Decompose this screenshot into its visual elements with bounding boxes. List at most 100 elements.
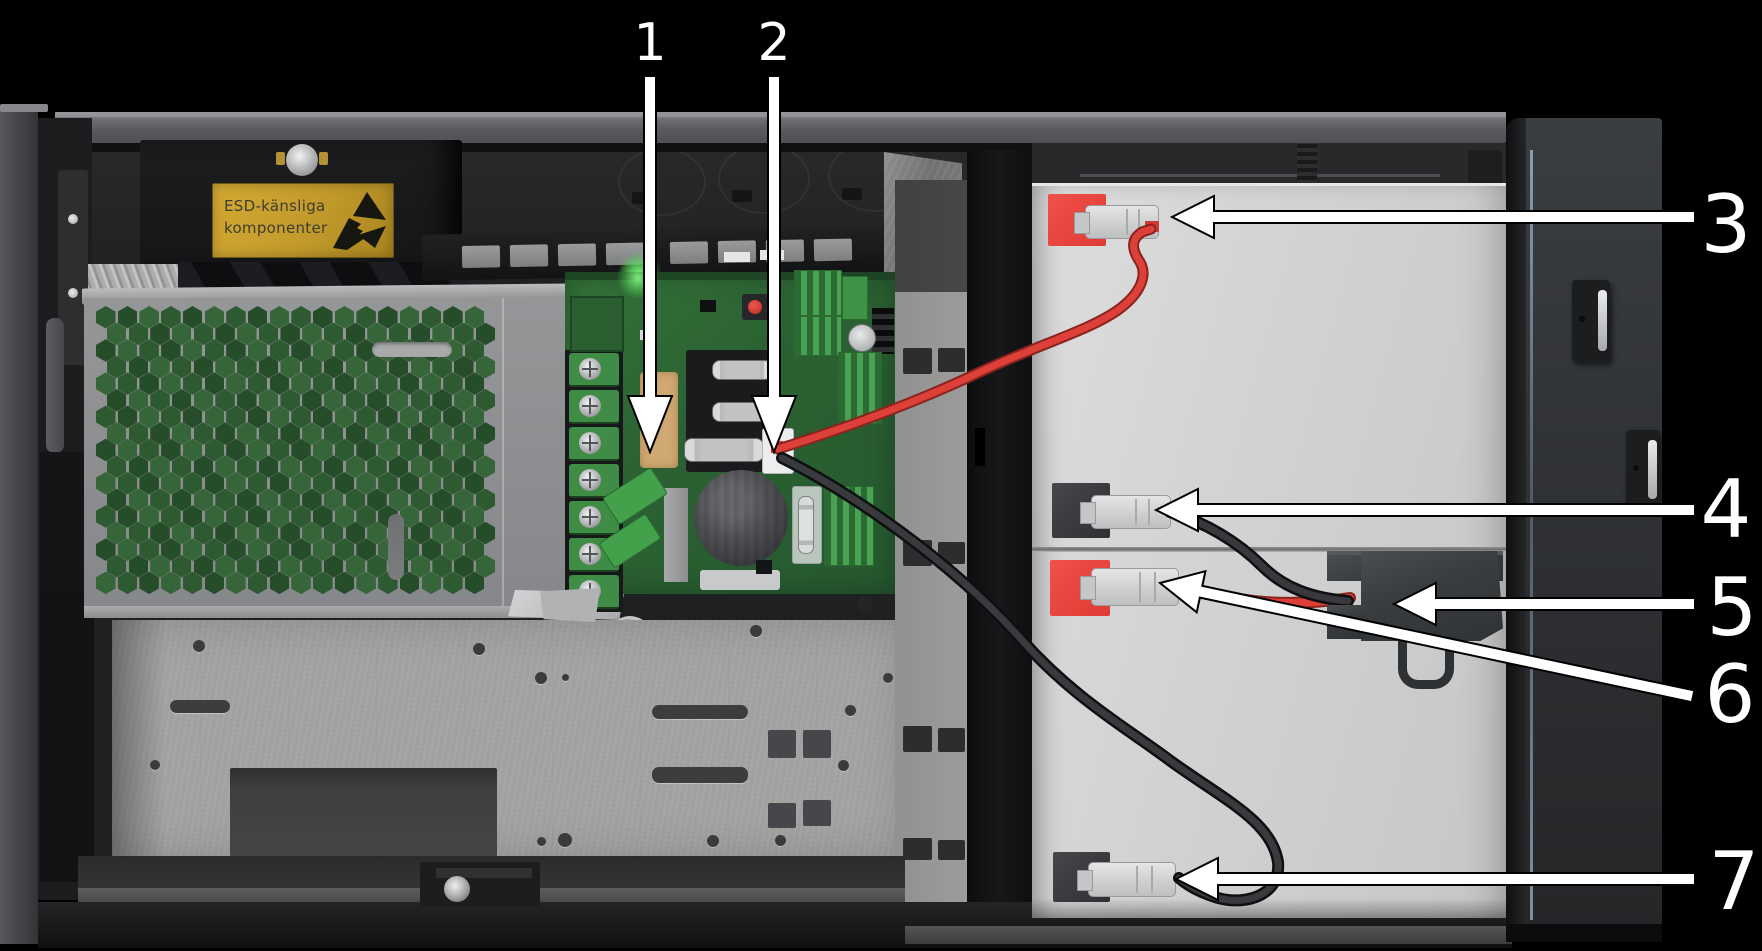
knockout-square xyxy=(903,726,932,752)
chassis-hole xyxy=(883,673,893,683)
screw-washer xyxy=(319,152,328,165)
left-wall-lower xyxy=(40,592,94,882)
esd-symbol-icon xyxy=(333,192,386,250)
esd-label-line2: komponenter xyxy=(224,219,328,237)
top-wall-edge xyxy=(1080,174,1440,177)
callout-label-5: 5 xyxy=(1706,561,1758,654)
smd-part xyxy=(756,560,772,574)
liner-shadow xyxy=(112,620,166,858)
screw-washer xyxy=(276,152,285,165)
screw xyxy=(68,214,78,224)
cable-slot xyxy=(170,700,230,713)
chassis-hole xyxy=(750,625,762,637)
chassis-hole xyxy=(562,674,569,681)
knockout-square xyxy=(768,730,796,758)
green-terminal-block xyxy=(794,316,842,356)
chassis-gap xyxy=(967,150,1032,925)
cable-slot xyxy=(652,705,748,719)
pcb-connector-block xyxy=(570,296,624,352)
chassis-hole xyxy=(857,596,873,612)
esd-warning-label: ESD-känsliga komponenter xyxy=(212,183,394,258)
tray-screw xyxy=(444,876,470,902)
chassis-hole xyxy=(558,833,572,847)
knockout-square xyxy=(938,840,965,860)
red-battery-cable xyxy=(772,223,1157,455)
knockout-square xyxy=(938,348,965,372)
door-edge xyxy=(1506,118,1526,942)
vent-grille xyxy=(96,306,496,602)
psu-cover xyxy=(84,298,568,616)
door-bottom-edge xyxy=(1506,924,1662,942)
relay-module xyxy=(664,488,688,582)
door-latch xyxy=(1572,280,1610,362)
chassis-hole xyxy=(193,640,205,652)
screw-terminal-column xyxy=(565,350,623,612)
terminal-screw xyxy=(579,395,601,417)
toroid-winding xyxy=(694,470,788,566)
side-strip-shadow xyxy=(895,180,967,292)
green-connector xyxy=(842,276,868,320)
battery-divider xyxy=(1032,547,1512,552)
pin-header xyxy=(872,308,894,354)
chassis-hole xyxy=(707,835,719,847)
cable-slot xyxy=(652,767,748,783)
smd-part xyxy=(724,252,750,262)
capacitor-block xyxy=(700,570,780,590)
knockout-square xyxy=(768,803,796,828)
psu-cover-bottom-edge xyxy=(84,606,570,618)
battery-cable-bracket-body xyxy=(1361,551,1503,641)
left-door-edge xyxy=(0,108,38,944)
battery-shelf-lip xyxy=(905,926,1512,944)
chassis-hole xyxy=(473,643,485,655)
door-latch xyxy=(1626,430,1660,510)
knockout-square xyxy=(903,838,932,860)
terminal-screw xyxy=(579,543,601,565)
callout-label-6: 6 xyxy=(1704,648,1756,741)
esd-label-line1: ESD-känsliga xyxy=(224,197,326,215)
callout-label-7: 7 xyxy=(1708,835,1760,928)
smd-part xyxy=(700,300,716,312)
battery2-negative-terminal xyxy=(1077,862,1176,897)
left-wall-block xyxy=(40,452,92,592)
left-wall-rod xyxy=(46,318,64,453)
threaded-stud xyxy=(1297,140,1317,190)
psu-cover-slot xyxy=(388,514,404,580)
green-terminal-block xyxy=(794,270,842,316)
left-door-top-edge xyxy=(0,104,48,112)
gap-slot xyxy=(975,428,985,466)
callout-label-4: 4 xyxy=(1700,463,1752,556)
callout-label-3: 3 xyxy=(1700,178,1752,271)
battery-cable-bracket-foot xyxy=(1327,605,1367,639)
glass-fuse xyxy=(798,496,814,554)
enclosure-top-wall-right xyxy=(1032,143,1506,185)
chassis-hole xyxy=(150,760,160,770)
top-frame-shadow xyxy=(92,143,1032,152)
terminal-screw xyxy=(579,358,601,380)
chassis-hole xyxy=(535,672,547,684)
terminal-screw xyxy=(579,469,601,491)
knockout-square xyxy=(803,800,831,826)
wall-tab xyxy=(842,188,862,200)
knockout-square xyxy=(903,348,932,374)
screw xyxy=(68,288,78,298)
callout-label-2: 2 xyxy=(757,13,791,73)
chassis-recess xyxy=(230,768,497,858)
wall-tab xyxy=(732,190,752,202)
cover-screw xyxy=(286,144,318,176)
pcb-edge xyxy=(565,272,895,280)
terminal-screw xyxy=(579,506,601,528)
battery-cable-bracket-hook xyxy=(1398,636,1454,689)
knockout-square xyxy=(938,728,965,752)
tray-bar xyxy=(436,868,532,878)
pcb-bottom-bracket xyxy=(540,588,600,622)
chassis-hole xyxy=(537,837,546,846)
psu-cover-seam xyxy=(502,298,504,616)
knockout-square xyxy=(803,730,831,758)
callout-label-1: 1 xyxy=(633,13,667,73)
buzzer xyxy=(848,324,876,352)
terminal-screw xyxy=(579,432,601,454)
chassis-hole xyxy=(775,835,786,846)
psu-cover-handle-slot xyxy=(372,342,452,357)
